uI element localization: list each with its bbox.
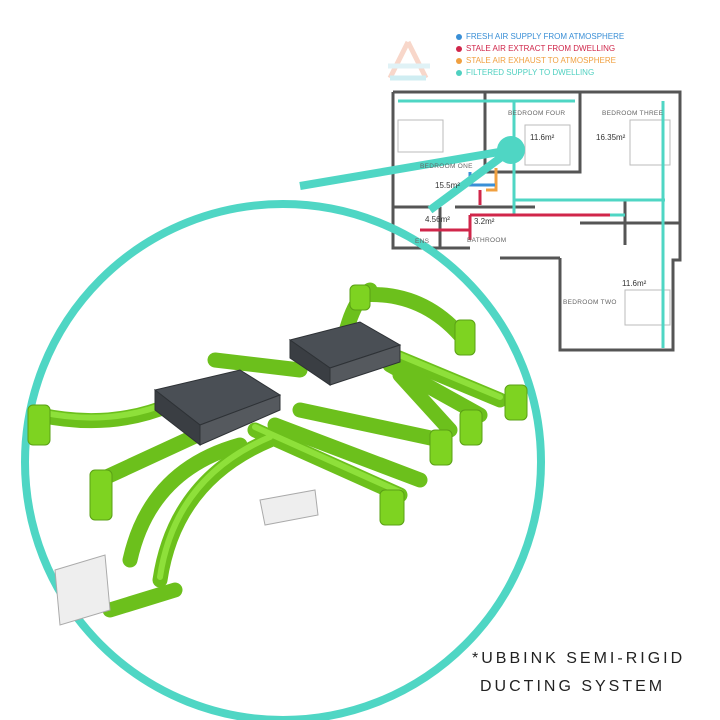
room-area-bedroom-one: 15.5m²	[435, 181, 460, 190]
caption-line-2: DUCTING SYSTEM	[480, 678, 666, 695]
manifold	[153, 321, 402, 447]
room-area-ensuite: 4.56m²	[425, 215, 450, 224]
ducting-system-render	[27, 282, 528, 626]
legend-item-stale-extract: STALE AIR EXTRACT FROM DWELLING	[456, 43, 624, 55]
room-area-bathroom: 3.2m²	[474, 217, 495, 226]
dot-icon	[456, 34, 462, 40]
focus-dot	[497, 136, 525, 164]
dot-icon	[456, 70, 462, 76]
room-label-bathroom: BATHROOM	[467, 237, 507, 244]
caption-line-1: *UBBINK SEMI-RIGID	[472, 650, 686, 667]
dot-icon	[456, 46, 462, 52]
legend: FRESH AIR SUPPLY FROM ATMOSPHERE STALE A…	[456, 31, 624, 79]
magnifier-callout	[21, 146, 545, 720]
legend-item-fresh-air: FRESH AIR SUPPLY FROM ATMOSPHERE	[456, 31, 624, 43]
room-label-bedroom-three: BEDROOM THREE	[602, 110, 664, 117]
room-area-bedroom-three: 16.35m²	[596, 133, 626, 142]
logo-icon	[387, 40, 430, 81]
room-label-bedroom-four: BEDROOM FOUR	[508, 110, 566, 117]
dot-icon	[456, 58, 462, 64]
floor-plan	[391, 90, 682, 352]
room-area-bedroom-two: 11.6m²	[622, 279, 647, 288]
caption: *UBBINK SEMI-RIGID DUCTING SYSTEM	[472, 645, 685, 701]
legend-item-stale-exhaust: STALE AIR EXHAUST TO ATMOSPHERE	[456, 55, 624, 67]
room-area-bedroom-four: 11.6m²	[530, 133, 555, 142]
room-label-bedroom-two: BEDROOM TWO	[563, 299, 617, 306]
legend-item-filtered-supply: FILTERED SUPPLY TO DWELLING	[456, 67, 624, 79]
room-label-ensuite: ENS	[415, 238, 430, 245]
room-label-bedroom-one: BEDROOM ONE	[420, 163, 473, 170]
